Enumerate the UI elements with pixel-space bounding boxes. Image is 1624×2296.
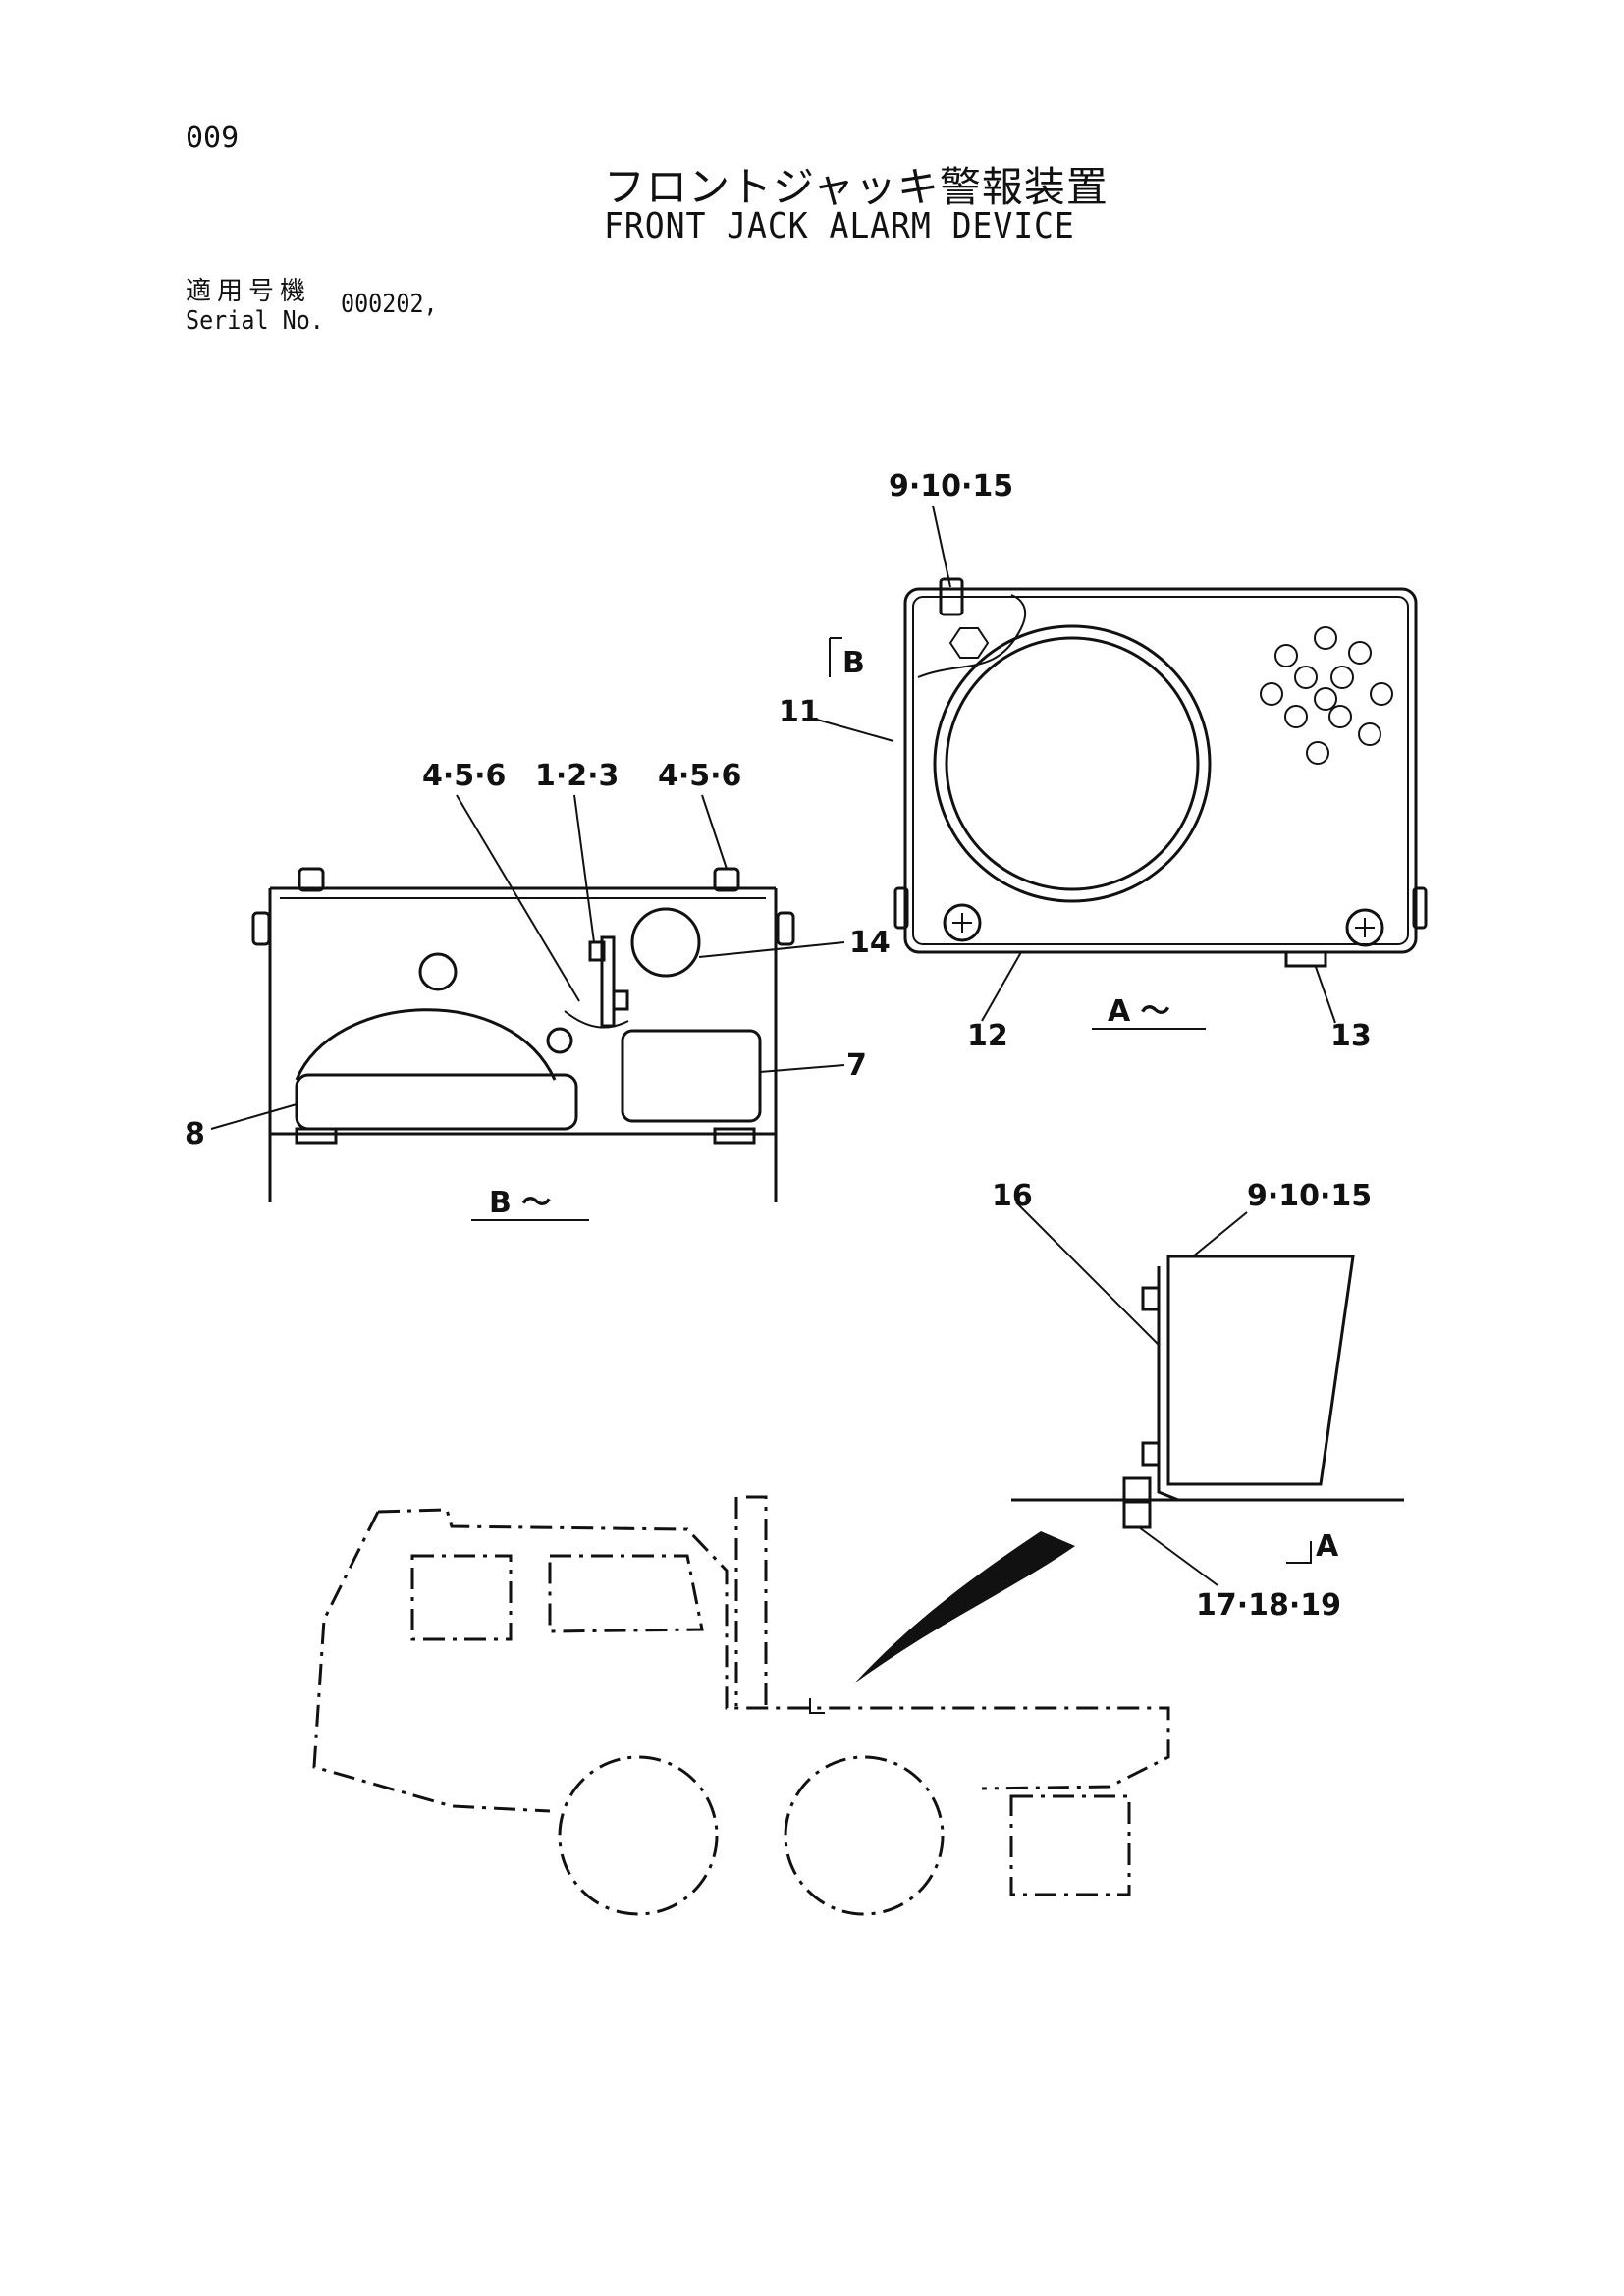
callout-12: 12 — [967, 1019, 1008, 1053]
page-title: FRONT JACK ALARM DEVICE — [604, 206, 1075, 246]
callout-4-5-6-left: 4·5·6 — [422, 759, 506, 793]
truck-outline — [312, 1495, 1170, 1916]
callout-4-5-6-right: 4·5·6 — [658, 759, 741, 793]
callout-view-b: B ～ — [489, 1186, 551, 1220]
callout-9-10-15-top: 9·10·15 — [889, 469, 1013, 504]
callout-16: 16 — [992, 1179, 1033, 1213]
callout-14: 14 — [849, 926, 891, 960]
page-number: 009 — [186, 121, 240, 155]
callout-8: 8 — [185, 1117, 205, 1151]
callout-section-a: A — [1316, 1529, 1339, 1564]
page-title-japanese: フロントジャッキ警報装置 — [604, 163, 1109, 211]
callout-view-a: A ～ — [1108, 994, 1170, 1029]
serial-label: Serial No. — [186, 306, 324, 336]
callout-11: 11 — [779, 695, 820, 729]
callout-7: 7 — [846, 1048, 867, 1083]
alarm-box-top-view — [251, 867, 795, 1202]
callout-17-18-19: 17·18·19 — [1196, 1588, 1341, 1623]
serial-label-japanese: 適用号機 — [186, 277, 312, 306]
alarm-box-front-view — [829, 577, 1428, 968]
bracket-side-view — [1011, 1255, 1404, 1564]
callout-1-2-3: 1·2·3 — [535, 759, 619, 793]
callout-9-10-15-bracket: 9·10·15 — [1247, 1179, 1372, 1213]
speaker-holes — [1260, 626, 1393, 765]
callout-section-b: B — [842, 646, 865, 680]
callout-13: 13 — [1330, 1019, 1372, 1053]
serial-number-value: 000202, — [341, 290, 438, 319]
leader-lines — [210, 505, 1336, 1586]
